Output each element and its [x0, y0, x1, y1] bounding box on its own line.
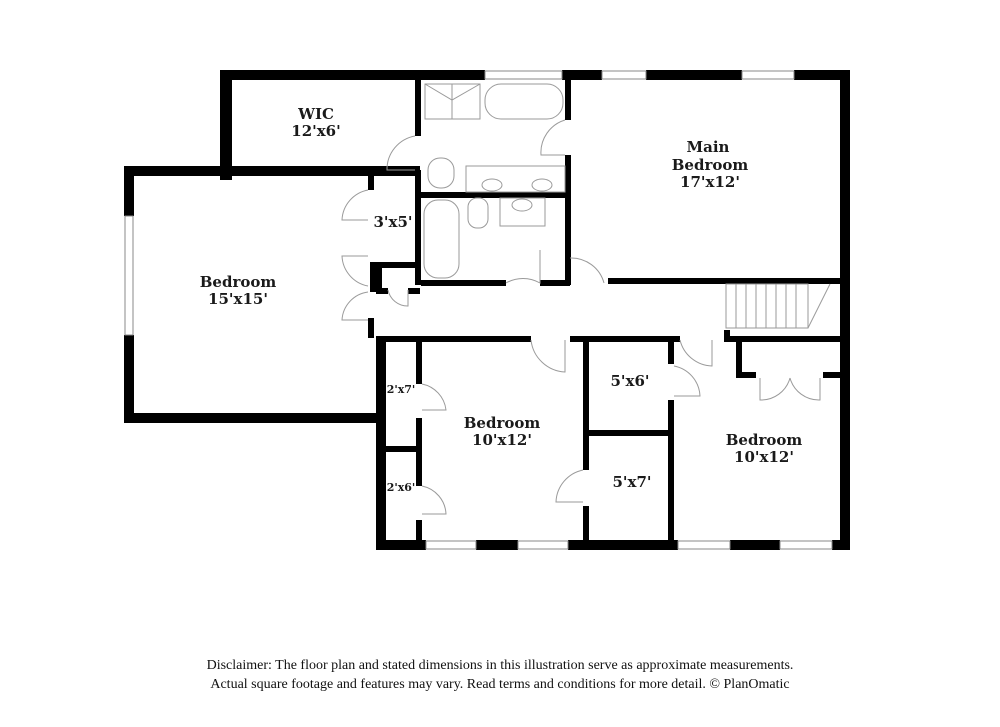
room-bedroom-west-dims: 15'x15' — [208, 290, 268, 308]
room-bedroom-west-name: Bedroom — [200, 273, 277, 291]
walls — [124, 70, 850, 550]
room-closet-2x7-dims: 2'x7' — [387, 383, 416, 396]
windows — [124, 70, 833, 550]
room-wic-name: WIC — [297, 105, 334, 123]
room-closet-3x5-dims: 3'x5' — [373, 213, 412, 231]
disclaimer: Disclaimer: The floor plan and stated di… — [0, 656, 1000, 694]
room-bedroom-middle-name: Bedroom — [464, 414, 541, 432]
room-bedroom-east-name: Bedroom — [726, 431, 803, 449]
room-bedroom-middle-dims: 10'x12' — [472, 431, 532, 449]
room-main-bedroom-name1: Main — [687, 138, 730, 156]
room-wic-dims: 12'x6' — [291, 122, 340, 140]
disclaimer-line-2: Actual square footage and features may v… — [210, 677, 790, 692]
room-5x6-dims: 5'x6' — [610, 372, 649, 390]
room-main-bedroom-name2: Bedroom — [672, 156, 749, 174]
room-main-bedroom-dims: 17'x12' — [680, 173, 740, 191]
room-bedroom-east-dims: 10'x12' — [734, 448, 794, 466]
room-closet-2x6-dims: 2'x6' — [387, 481, 416, 494]
room-5x7-dims: 5'x7' — [612, 473, 651, 491]
fixtures — [341, 83, 831, 515]
disclaimer-line-1: Disclaimer: The floor plan and stated di… — [206, 658, 794, 673]
